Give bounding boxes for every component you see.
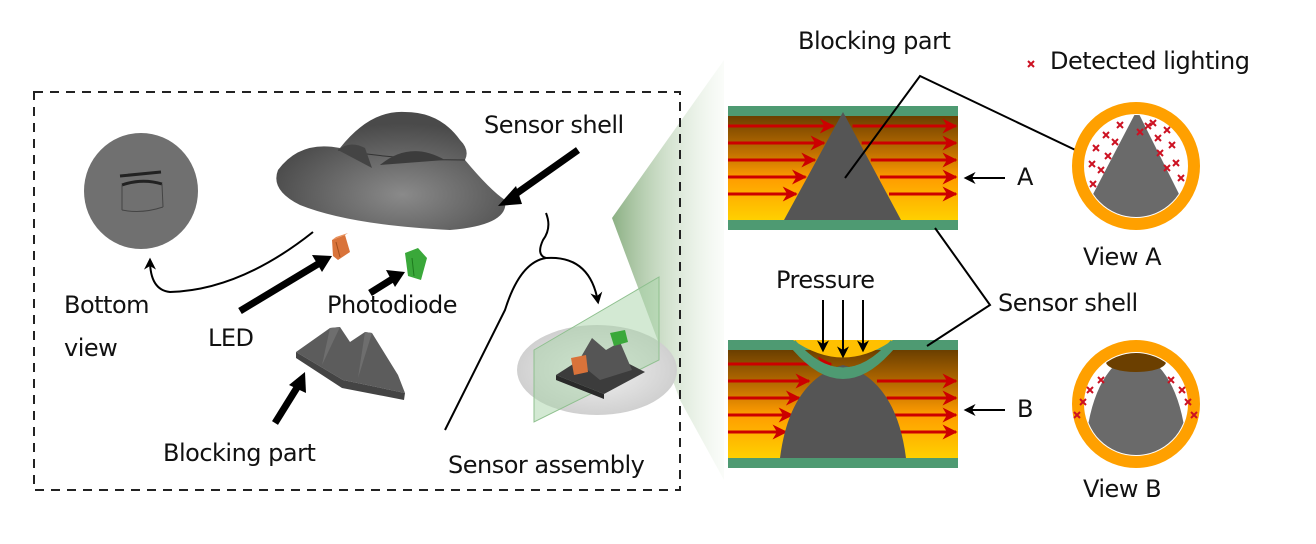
- detected-lighting-marker: [1163, 126, 1171, 134]
- zoom-projection: [612, 60, 724, 480]
- detected-lighting-marker: [1116, 121, 1124, 129]
- detected-lighting-marker: [1144, 122, 1152, 130]
- legend-detected-lighting: Detected lighting: [1050, 47, 1250, 75]
- detected-lighting-marker: [1136, 128, 1144, 136]
- detected-lighting-marker: [1190, 411, 1198, 419]
- led-component: [332, 233, 350, 260]
- detected-lighting-marker: [1092, 144, 1100, 152]
- detected-lighting-marker: [1104, 152, 1112, 160]
- photodiode-arrow: [368, 275, 396, 296]
- label-led: LED: [208, 324, 254, 352]
- label-bottom-view-line2: view: [64, 334, 118, 362]
- detected-lighting-marker: [1167, 376, 1175, 384]
- detected-lighting-marker: [1079, 398, 1087, 406]
- sensor-shell-arrow: [507, 147, 581, 201]
- detected-lighting-marker: [1154, 134, 1162, 142]
- detected-lighting-marker: [1172, 159, 1180, 167]
- detected-lighting-marker: [1086, 386, 1094, 394]
- detected-lighting-marker: [1177, 174, 1185, 182]
- detected-lighting-marker: [1163, 164, 1171, 172]
- photodiode-component: [405, 248, 427, 280]
- pressure-arrows: [817, 300, 869, 359]
- label-section-b: B: [1017, 395, 1033, 423]
- detected-lighting-marker: [1027, 60, 1035, 68]
- label-sensor-shell: Sensor shell: [484, 111, 624, 139]
- cross-section-a: [728, 106, 958, 230]
- detected-lighting-marker: [1088, 160, 1096, 168]
- shell-layer-top-a: [728, 106, 958, 116]
- view-b-diagram: [1072, 340, 1200, 468]
- grouping-brace: [444, 212, 550, 431]
- sensor-shell-leader: [926, 227, 992, 347]
- view-a-diagram: [1072, 102, 1200, 230]
- label-view-a: View A: [1083, 243, 1162, 271]
- deformed-shell-b: [728, 340, 958, 379]
- blocking-part-leader: [844, 74, 1131, 179]
- detected-lighting-marker: [1184, 398, 1192, 406]
- label-bottom-view-line1: Bottom: [64, 291, 150, 319]
- sensor-assembly-model: [517, 276, 677, 423]
- led-arrow: [238, 261, 320, 314]
- label-sensor-shell-section: Sensor shell: [998, 289, 1138, 317]
- shell-layer-bottom-a: [728, 220, 958, 230]
- detected-lighting-marker: [1178, 386, 1186, 394]
- detected-lighting-marker-icon: [1027, 60, 1035, 68]
- label-blocking-part-exploded: Blocking part: [163, 439, 316, 467]
- label-section-a: A: [1017, 163, 1033, 191]
- assembly-arrow: [545, 256, 603, 305]
- label-view-b: View B: [1083, 475, 1162, 503]
- label-photodiode: Photodiode: [327, 291, 458, 319]
- detected-lighting-marker: [1097, 376, 1105, 384]
- label-sensor-assembly: Sensor assembly: [448, 451, 645, 479]
- detected-lighting-marker: [1097, 166, 1105, 174]
- label-blocking-part-section: Blocking part: [798, 27, 951, 55]
- detected-lighting-marker: [1149, 119, 1157, 127]
- blocking-part-model: [296, 327, 405, 400]
- exploded-view-frame: [33, 91, 681, 491]
- detected-lighting-marker: [1089, 180, 1097, 188]
- label-pressure: Pressure: [776, 266, 875, 294]
- blocking-part-arrow: [272, 384, 301, 425]
- detected-lighting-marker: [1073, 411, 1081, 419]
- sensor-shell-model: [276, 111, 506, 230]
- detected-lighting-marker: [1102, 131, 1110, 139]
- bottom-view-disc: [84, 133, 198, 249]
- detected-lighting-marker: [1168, 141, 1176, 149]
- bottom-view-pointer: [144, 231, 314, 294]
- cross-section-b: [728, 340, 958, 468]
- detected-lighting-marker: [1111, 138, 1119, 146]
- detected-lighting-marker: [1156, 149, 1164, 157]
- blocker-triangle-a: [784, 112, 901, 220]
- blocker-dome-b: [780, 365, 906, 458]
